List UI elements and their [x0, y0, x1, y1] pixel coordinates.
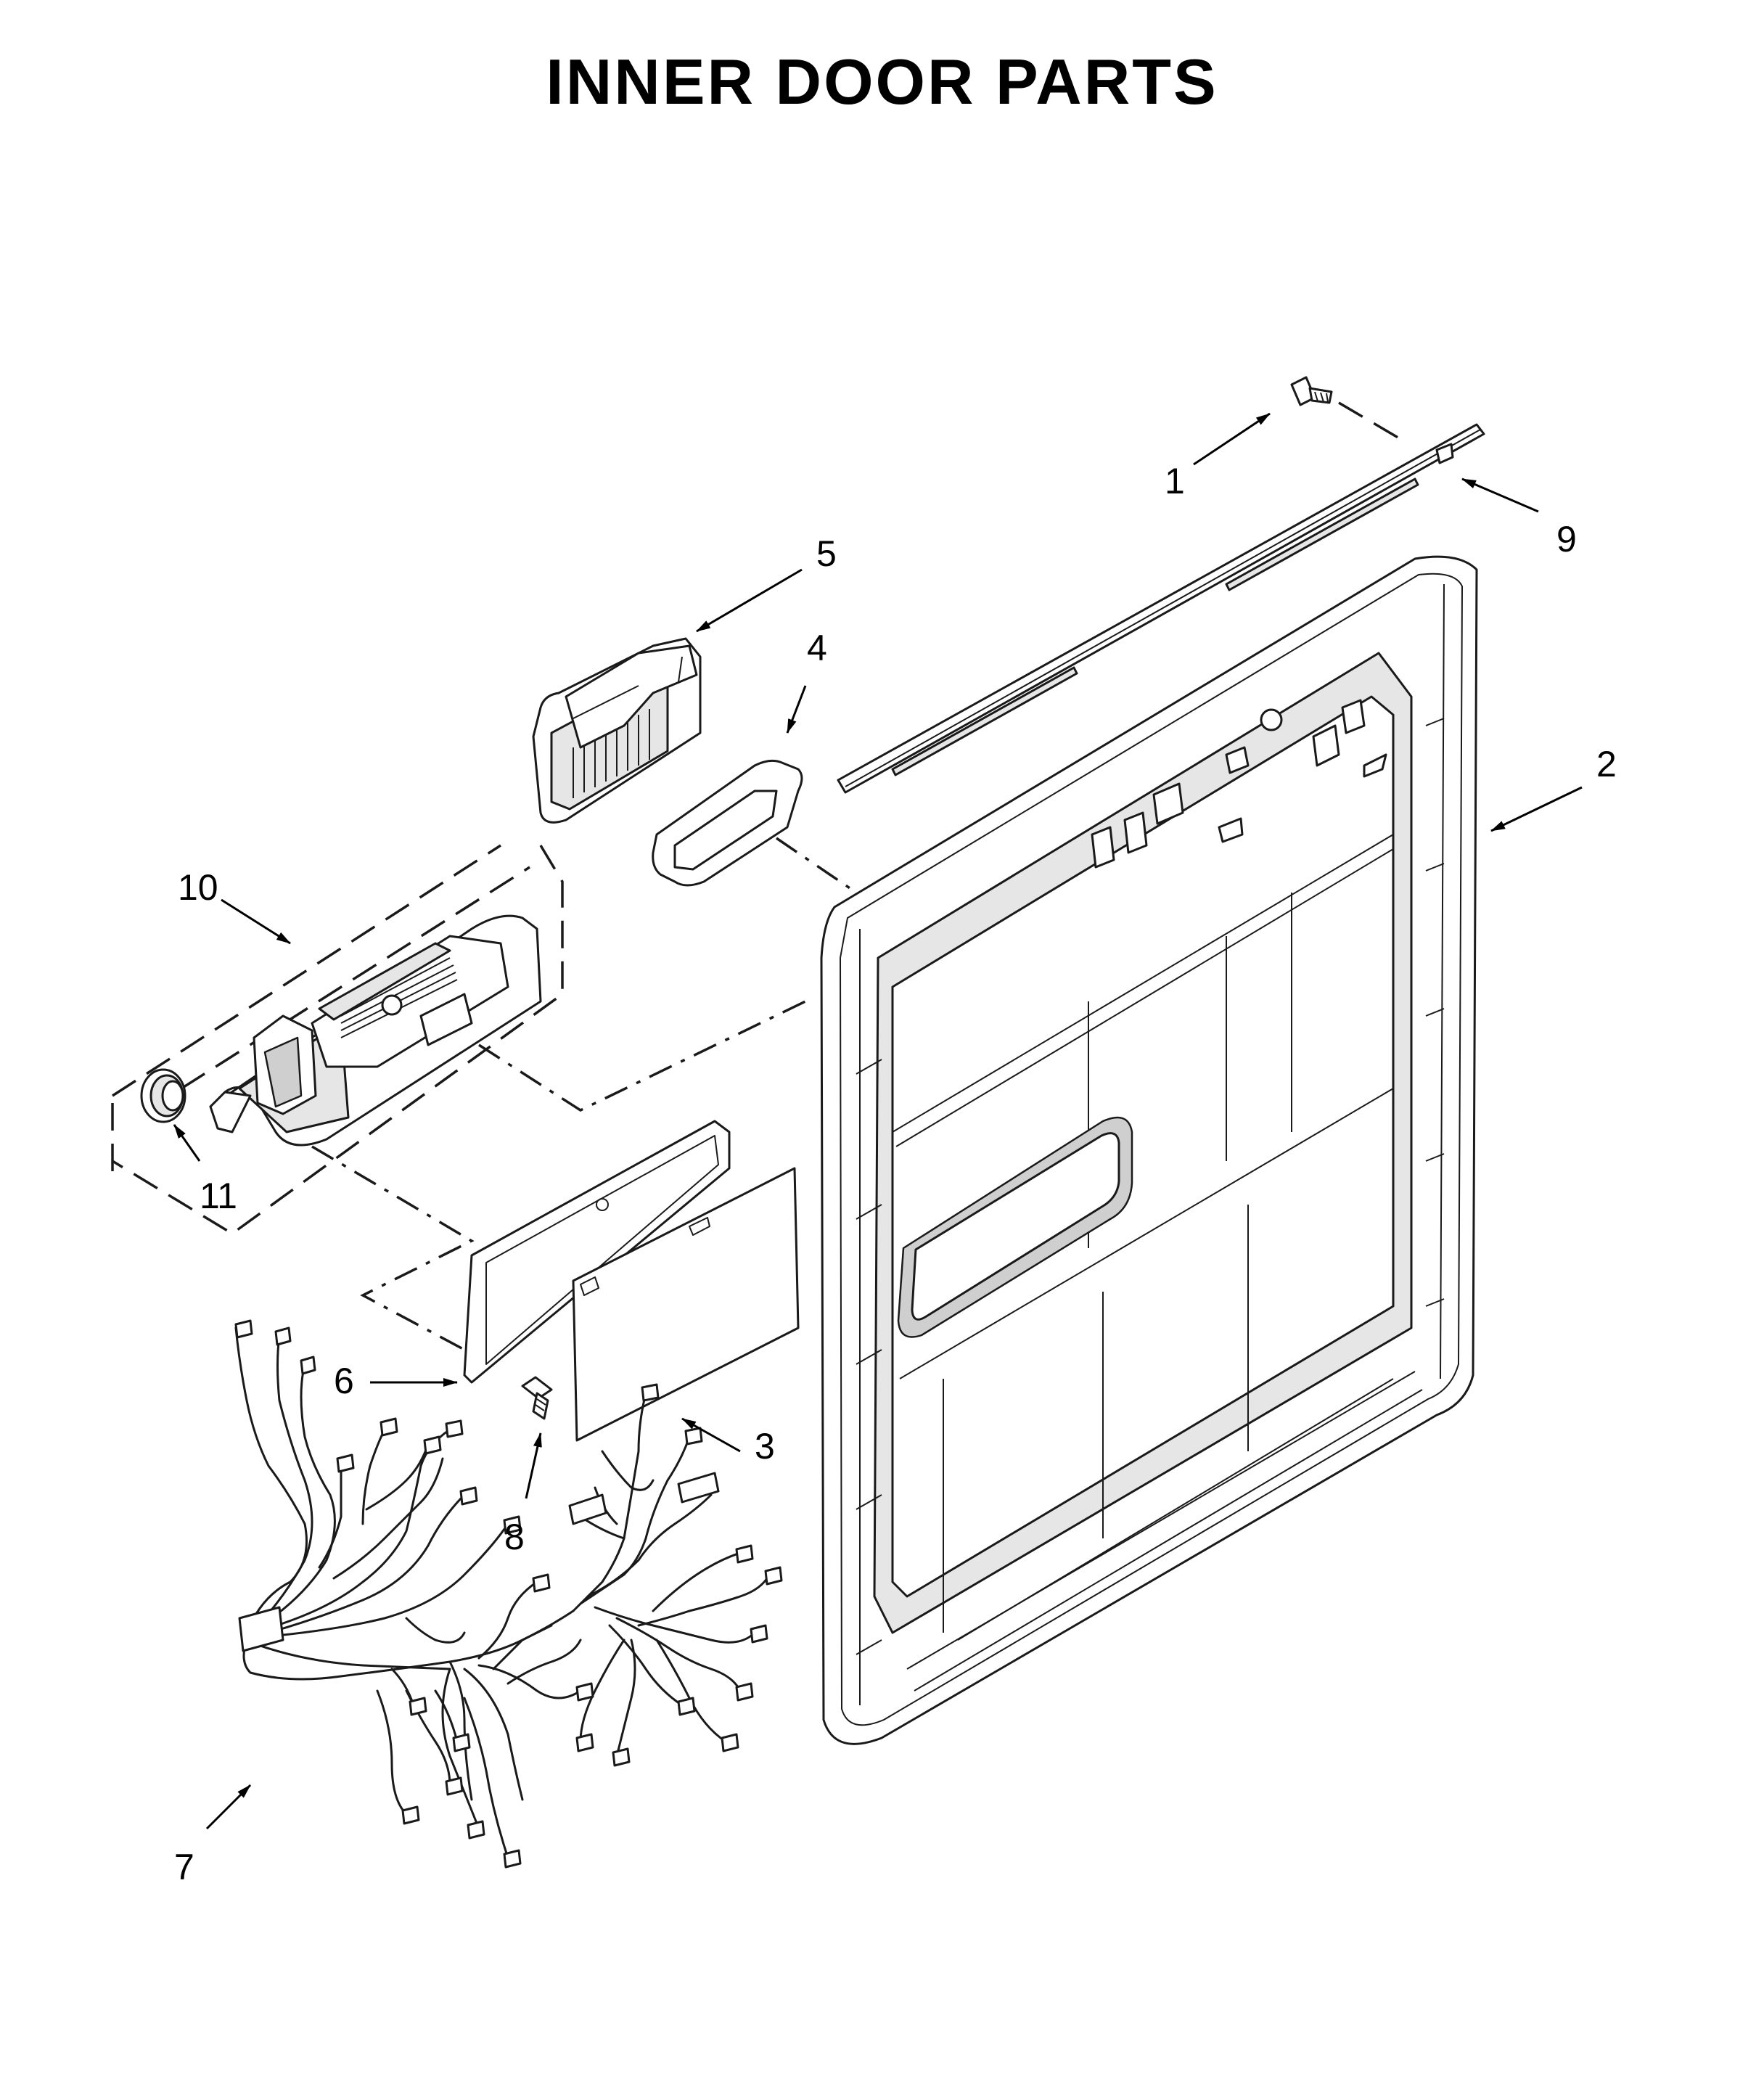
- wire-harness: [234, 1319, 783, 1869]
- leader-10: [221, 898, 291, 945]
- leader-11: [173, 1124, 201, 1162]
- inner-door-panel: [820, 555, 1478, 1745]
- vent-gasket: [652, 759, 803, 887]
- gasket-guide-line: [776, 837, 857, 894]
- callout-leaders: [173, 412, 1583, 1830]
- control-board: [572, 1167, 800, 1442]
- callout-3: 3: [755, 1426, 775, 1467]
- callout-labels: 1 2 3 4 5 6 7 8 9 10 11: [174, 461, 1617, 1887]
- dispenser-guide-line: [478, 1000, 806, 1112]
- leader-2: [1490, 786, 1583, 832]
- callout-11: 11: [200, 1176, 237, 1216]
- screw-part-1: [1290, 376, 1333, 406]
- leader-5: [696, 568, 803, 633]
- leader-8: [525, 1432, 542, 1499]
- leader-4: [786, 685, 807, 734]
- control-board-bracket: [463, 1120, 731, 1384]
- leader-9: [1461, 477, 1539, 513]
- callout-4: 4: [807, 628, 827, 668]
- callout-10: 10: [178, 867, 218, 908]
- callout-8: 8: [504, 1517, 525, 1557]
- callout-1: 1: [1165, 461, 1185, 501]
- screw-1-guide-line: [1338, 401, 1401, 440]
- callout-9: 9: [1556, 519, 1577, 559]
- vent-assembly: [532, 637, 702, 824]
- diagram-title: INNER DOOR PARTS: [546, 46, 1218, 118]
- callout-5: 5: [816, 533, 837, 574]
- leader-7: [205, 1784, 252, 1830]
- dispenser-assembly: [111, 844, 564, 1236]
- callout-2: 2: [1596, 744, 1617, 784]
- leader-3: [681, 1417, 741, 1453]
- board-guide-line: [311, 1145, 475, 1351]
- dispenser-knob: [140, 1068, 186, 1123]
- leader-1: [1193, 412, 1271, 466]
- top-rail-strip: [837, 423, 1485, 794]
- callout-6: 6: [334, 1361, 354, 1401]
- callout-7: 7: [174, 1847, 194, 1887]
- screw-part-8: [521, 1376, 553, 1420]
